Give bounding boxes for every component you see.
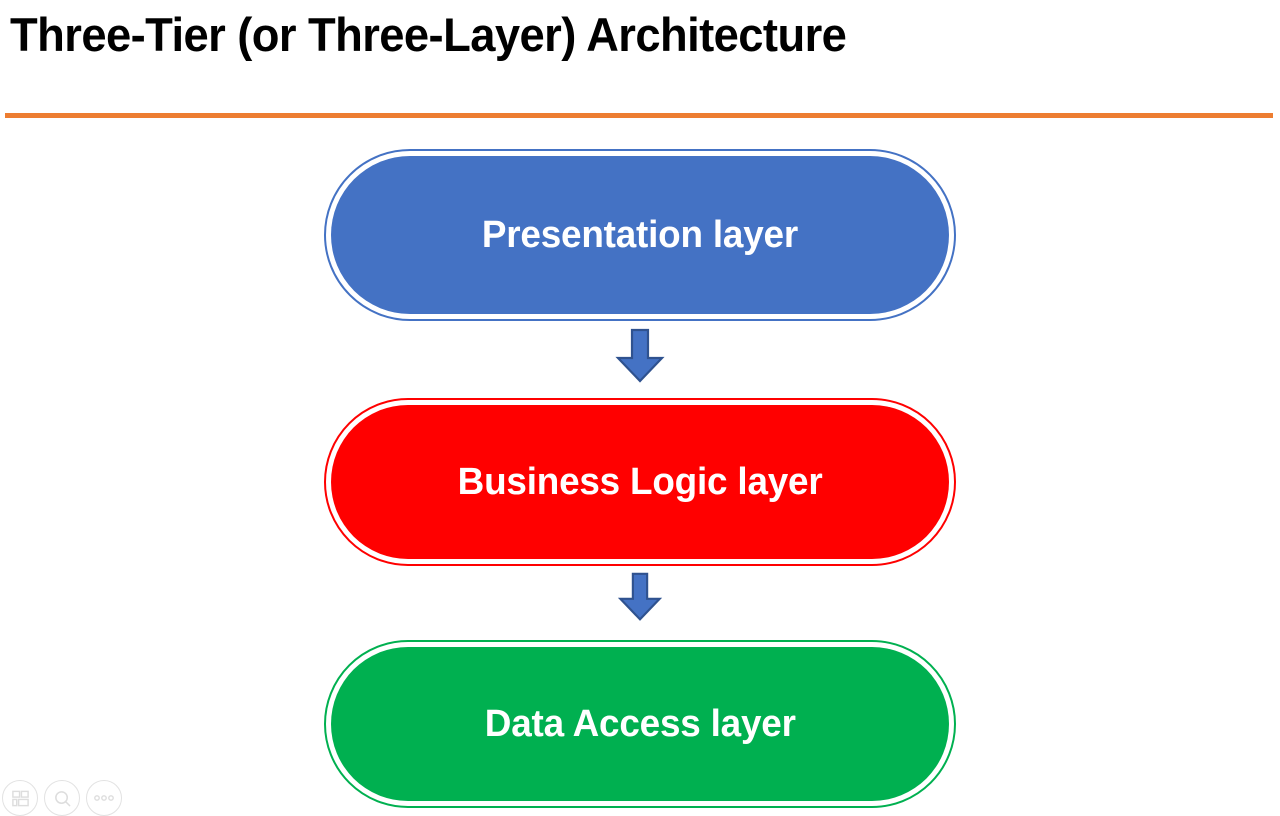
arrow-business-to-data-icon: [615, 572, 665, 627]
layer-business-logic-label: Business Logic layer: [457, 460, 823, 503]
layer-business-logic-body: Business Logic layer: [331, 405, 949, 559]
layer-presentation-body: Presentation layer: [331, 156, 949, 314]
layer-data-access[interactable]: Data Access layer: [324, 640, 956, 808]
layer-presentation-label: Presentation layer: [481, 213, 799, 256]
arrow-presentation-to-business-icon: [612, 328, 668, 389]
zoom-icon-button[interactable]: [44, 780, 80, 816]
layer-presentation[interactable]: Presentation layer: [324, 149, 956, 321]
title-divider: [5, 113, 1273, 118]
corner-toolbar: [2, 780, 122, 816]
three-tier-diagram: Presentation layer Business Logic layer …: [0, 140, 1280, 812]
layer-data-access-body: Data Access layer: [331, 647, 949, 801]
layout-icon-button[interactable]: [2, 780, 38, 816]
layer-business-logic[interactable]: Business Logic layer: [324, 398, 956, 566]
page-title: Three-Tier (or Three-Layer) Architecture: [10, 8, 847, 61]
more-options-icon-button[interactable]: [86, 780, 122, 816]
more-options-icon: [93, 793, 115, 803]
search-icon: [53, 789, 72, 808]
layer-data-access-label: Data Access layer: [484, 702, 796, 745]
layout-icon: [11, 789, 30, 808]
